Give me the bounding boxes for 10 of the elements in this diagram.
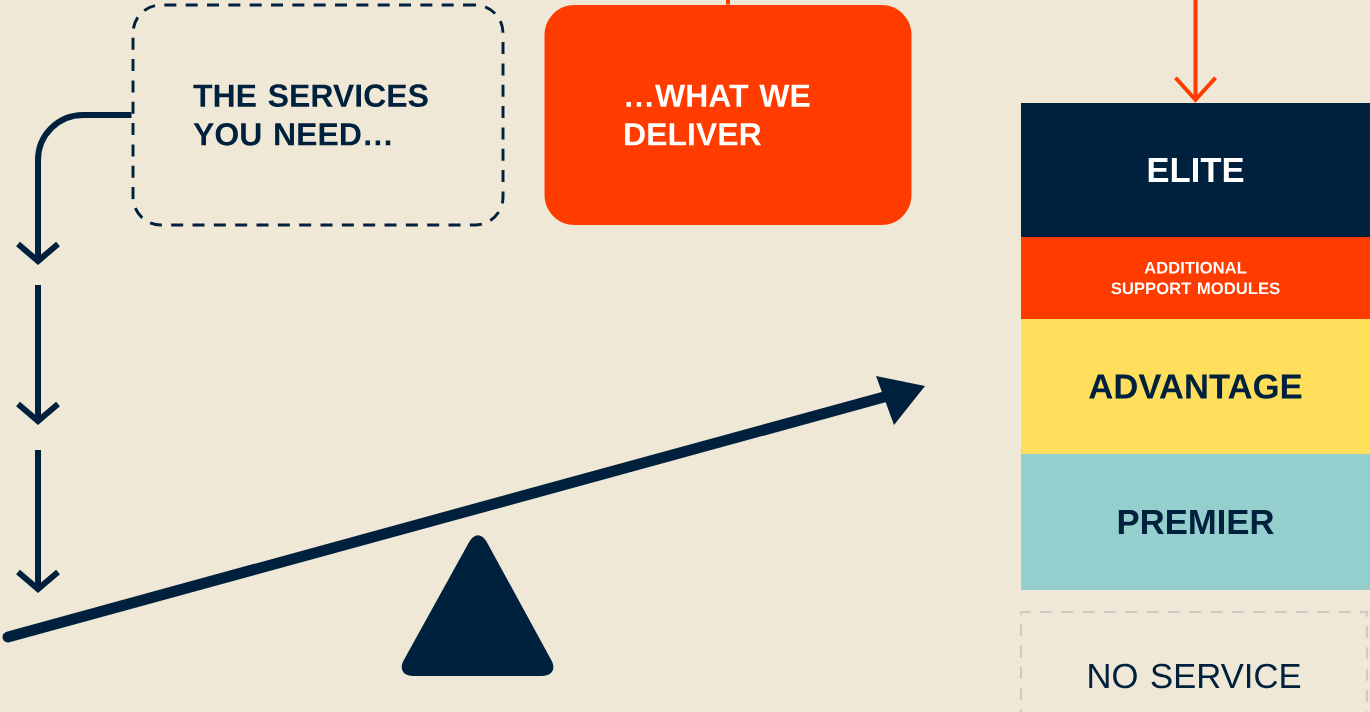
connector-line <box>726 0 730 5</box>
dashed-box: NO SERVICE <box>1019 610 1369 712</box>
arrow <box>16 112 132 265</box>
tier-band: PREMIER <box>1021 454 1370 590</box>
dashed-box: THE SERVICES YOU NEED… <box>131 3 505 227</box>
arrow <box>1174 0 1217 103</box>
tier-band: ADDITIONAL SUPPORT MODULES <box>1021 237 1370 319</box>
process-box: …WHAT WE DELIVER <box>544 5 912 225</box>
tier-band: ELITE <box>1021 103 1370 237</box>
tier-band: ADVANTAGE <box>1021 319 1370 454</box>
